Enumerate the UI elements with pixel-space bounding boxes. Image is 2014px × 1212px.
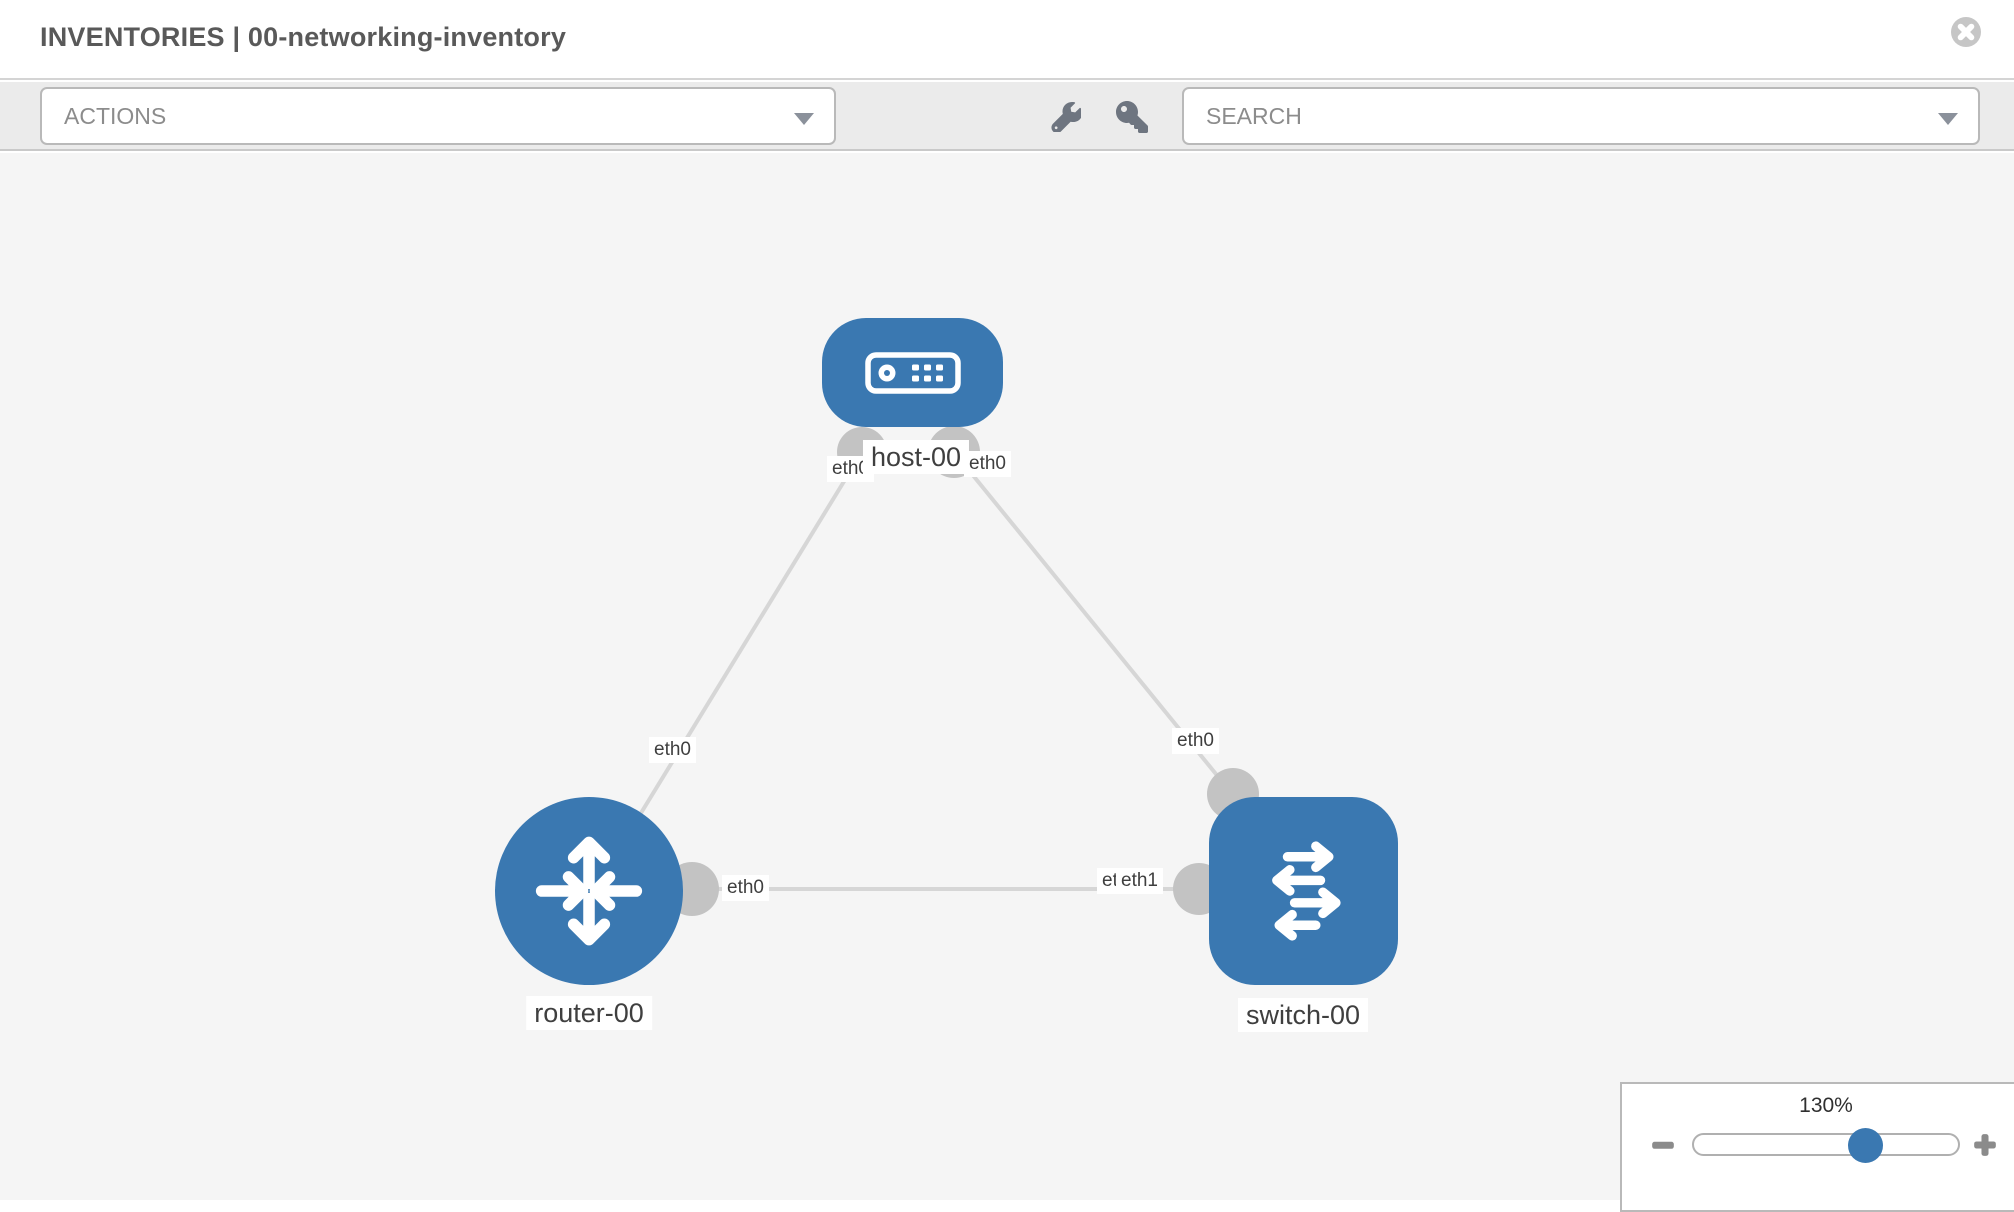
- zoom-out-button[interactable]: [1650, 1132, 1676, 1158]
- plus-icon: [1974, 1134, 1996, 1156]
- interface-label: eth0: [964, 451, 1011, 477]
- interface-label: eth0: [649, 737, 696, 763]
- credentials-button[interactable]: [1114, 99, 1150, 135]
- toolbar: ACTIONS SEARCH: [0, 82, 2014, 151]
- close-button[interactable]: [1950, 16, 1982, 48]
- actions-dropdown-label: ACTIONS: [64, 102, 167, 129]
- actions-dropdown[interactable]: ACTIONS: [40, 87, 836, 145]
- interface-label: eth0: [1172, 728, 1219, 754]
- interface-label: eth0: [722, 875, 769, 901]
- minus-icon: [1652, 1141, 1674, 1149]
- router-icon: [535, 836, 643, 946]
- host-icon: [864, 351, 961, 394]
- zoom-control-panel: 130%: [1620, 1082, 2014, 1212]
- interface-label: eth1: [1116, 868, 1163, 894]
- node-router-00[interactable]: [495, 797, 683, 985]
- page-title: INVENTORIES | 00-networking-inventory: [40, 22, 567, 52]
- search-dropdown[interactable]: SEARCH: [1182, 87, 1980, 145]
- search-dropdown-label: SEARCH: [1206, 102, 1302, 129]
- tools-button[interactable]: [1048, 99, 1084, 135]
- chevron-down-icon: [1938, 113, 1958, 125]
- key-icon: [1116, 101, 1148, 133]
- node-label-host-00: host-00: [862, 440, 970, 475]
- zoom-percent: 130%: [1799, 1094, 1853, 1117]
- node-switch-00[interactable]: [1209, 797, 1398, 985]
- wrench-icon: [1051, 102, 1081, 132]
- times-circle-icon: [1951, 17, 1981, 47]
- topology-canvas[interactable]: [0, 153, 2014, 1200]
- zoom-slider-thumb[interactable]: [1848, 1128, 1883, 1163]
- node-host-00[interactable]: [822, 318, 1003, 427]
- chevron-down-icon: [794, 113, 814, 125]
- zoom-slider-track[interactable]: [1692, 1133, 1960, 1156]
- node-label-router-00: router-00: [526, 996, 652, 1031]
- node-label-switch-00: switch-00: [1237, 998, 1369, 1033]
- zoom-in-button[interactable]: [1972, 1132, 1998, 1158]
- switch-icon: [1271, 841, 1341, 941]
- breadcrumb-header: INVENTORIES | 00-networking-inventory: [0, 0, 2014, 80]
